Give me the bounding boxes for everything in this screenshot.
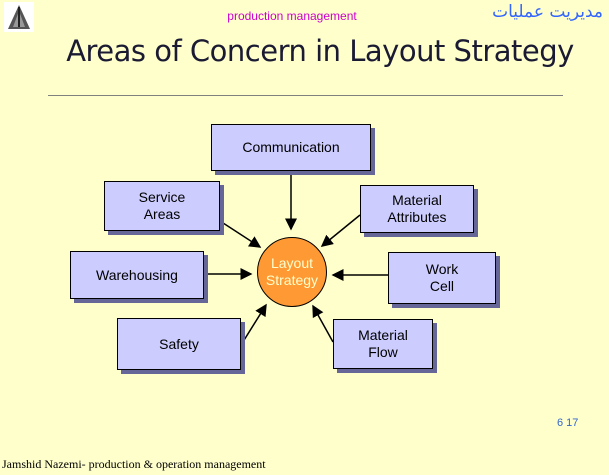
node-safety: Safety bbox=[117, 318, 241, 370]
node-communication: Communication bbox=[211, 124, 371, 171]
footer-author: Jamshid Nazemi- production & operation m… bbox=[2, 457, 266, 471]
title-divider bbox=[48, 95, 563, 96]
arrow-material-flow bbox=[312, 304, 334, 343]
node-material-attributes: Material Attributes bbox=[360, 185, 474, 233]
node-work-cell: Work Cell bbox=[388, 252, 496, 304]
node-service-areas: Service Areas bbox=[104, 181, 220, 231]
arabic-title: مديريت عمليات bbox=[492, 2, 603, 22]
arrow-service-areas bbox=[219, 220, 262, 248]
logo-icon bbox=[4, 2, 34, 32]
slide-subtitle: production management bbox=[227, 9, 357, 23]
hub-layout-strategy: Layout Strategy bbox=[257, 237, 327, 307]
node-warehousing: Warehousing bbox=[70, 251, 204, 299]
slide-title: Areas of Concern in Layout Strategy bbox=[66, 34, 574, 68]
node-material-flow: Material Flow bbox=[333, 319, 433, 369]
arrow-safety bbox=[240, 303, 267, 346]
arrow-material-attributes bbox=[320, 214, 361, 247]
page-number: 6 17 bbox=[557, 417, 579, 429]
